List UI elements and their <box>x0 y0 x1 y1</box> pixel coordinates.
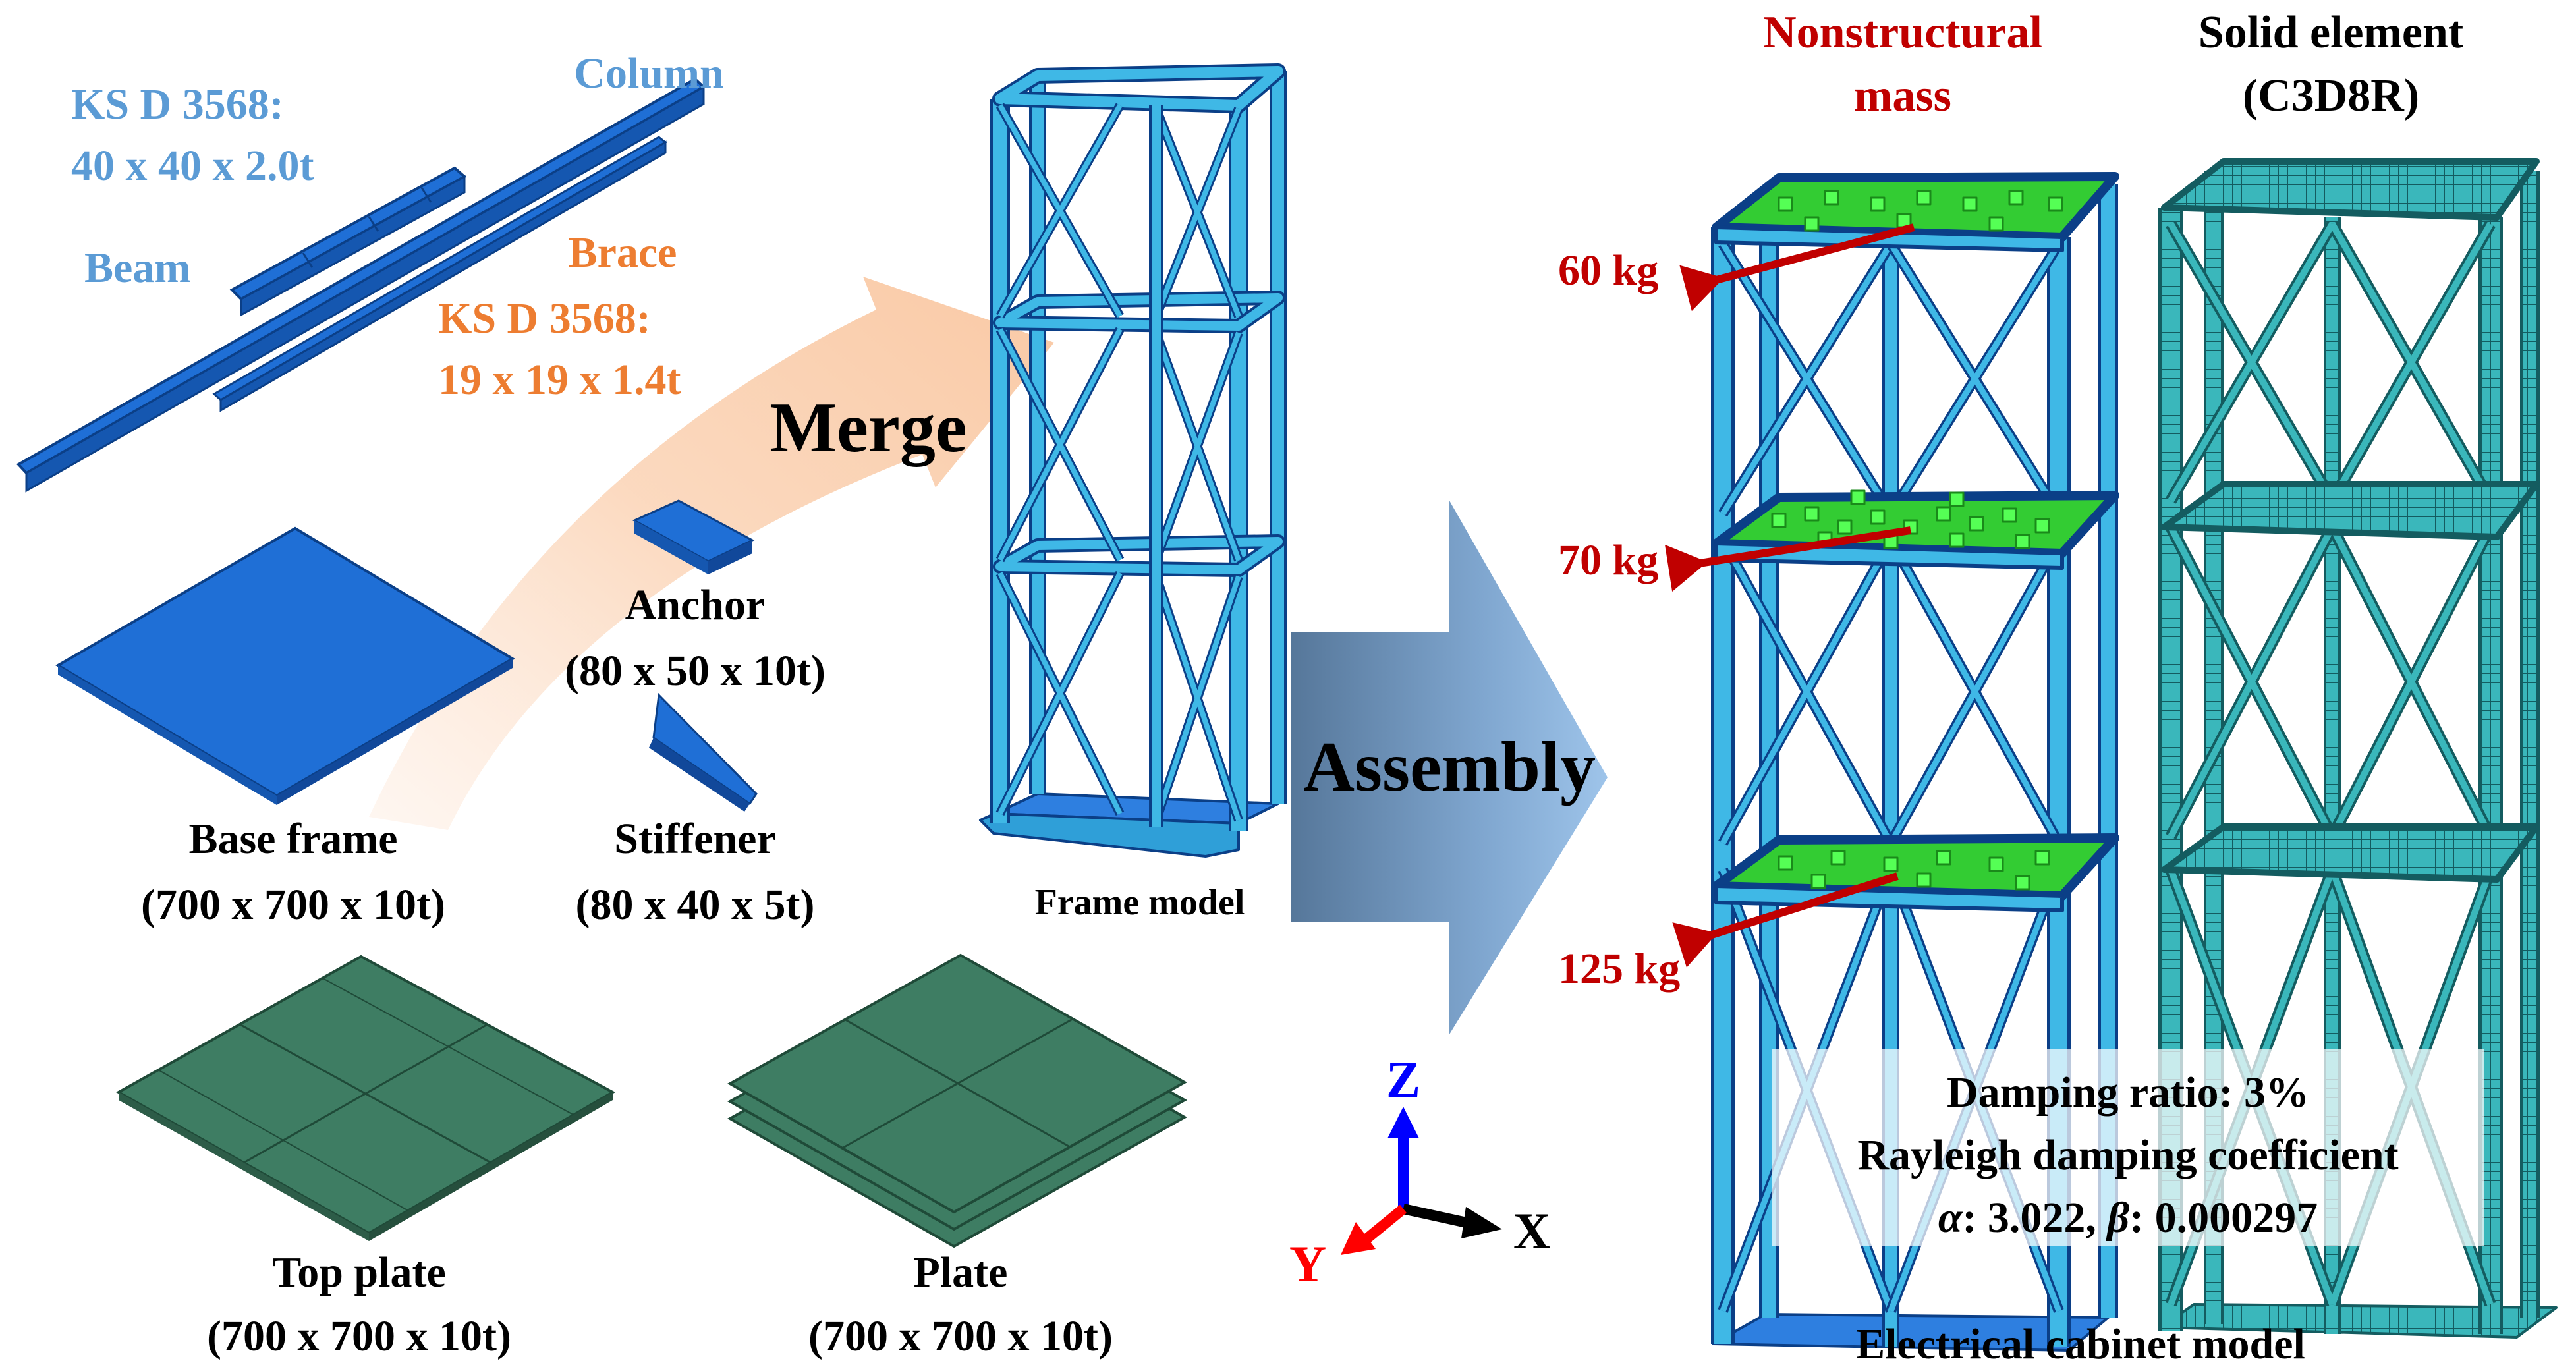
axis-x-label: X <box>1513 1202 1550 1260</box>
beam-member <box>229 166 467 317</box>
anchor-part <box>632 499 755 574</box>
nonstructural-line2: mass <box>1854 70 1951 121</box>
assembly-arrow <box>1291 501 1608 1034</box>
column-member <box>16 77 706 493</box>
top-plate-label: Top plate <box>272 1248 445 1296</box>
coefficients-text: α: 3.022, β: 0.000297 <box>1938 1194 2318 1242</box>
anchor-label: Anchor <box>625 581 766 629</box>
plate-label: Plate <box>914 1248 1008 1296</box>
mass-label-bottom: 125 kg <box>1558 945 1680 993</box>
beam-label: Beam <box>84 244 190 292</box>
anchor-dimension: (80 x 50 x 10t) <box>565 647 826 695</box>
beta-symbol: β <box>2105 1194 2129 1242</box>
mass-label-top: 60 kg <box>1558 246 1658 294</box>
beam-spec-line1: KS D 3568: <box>71 80 284 128</box>
beam-spec-line2: 40 x 40 x 2.0t <box>71 142 314 190</box>
rayleigh-text: Rayleigh damping coefficient <box>1857 1131 2398 1179</box>
cabinet-model-title: Electrical cabinet model <box>1856 1320 2305 1361</box>
base-frame-dimension: (700 x 700 x 10t) <box>141 881 445 929</box>
solid-element-line1: Solid element <box>2198 7 2463 58</box>
top-plate-part <box>115 955 616 1241</box>
frame-model-label: Frame model <box>1035 882 1245 923</box>
column-label: Column <box>574 49 723 97</box>
stiffener-label: Stiffener <box>614 815 776 863</box>
alpha-symbol: α <box>1938 1194 1963 1242</box>
axis-y-label: Y <box>1289 1235 1326 1292</box>
base-frame-part <box>55 526 515 805</box>
mass-arrows <box>1665 223 1915 968</box>
solid-element-line2: (C3D8R) <box>2243 70 2419 121</box>
mass-arrow-bottom <box>1672 872 1899 968</box>
alpha-value: : 3.022, <box>1962 1194 2107 1242</box>
merge-label: Merge <box>770 389 967 467</box>
plate-dimension: (700 x 700 x 10t) <box>808 1312 1113 1360</box>
brace-member <box>212 136 667 412</box>
axis-triad <box>1341 1107 1502 1255</box>
mass-label-mid: 70 kg <box>1558 536 1658 584</box>
damping-box <box>1772 1049 2484 1246</box>
assembly-label: Assembly <box>1303 728 1596 806</box>
brace-spec-line1: KS D 3568: <box>438 294 651 343</box>
nonstructural-line1: Nonstructural <box>1763 7 2042 58</box>
stiffener-part <box>649 692 758 812</box>
brace-label: Brace <box>569 229 677 277</box>
stiffener-dimension: (80 x 40 x 5t) <box>576 881 815 929</box>
base-frame-label: Base frame <box>188 815 397 863</box>
brace-spec-line2: 19 x 19 x 1.4t <box>438 356 681 404</box>
frame-model <box>979 63 1287 858</box>
top-plate-dimension: (700 x 700 x 10t) <box>207 1312 511 1360</box>
beta-value: : 0.000297 <box>2129 1194 2318 1242</box>
axis-z-label: Z <box>1386 1051 1420 1108</box>
plate-stack-part <box>727 953 1188 1248</box>
damping-ratio-text: Damping ratio: 3% <box>1947 1069 2309 1117</box>
mass-arrow-top <box>1679 223 1915 312</box>
mass-arrow-mid <box>1665 526 1911 592</box>
